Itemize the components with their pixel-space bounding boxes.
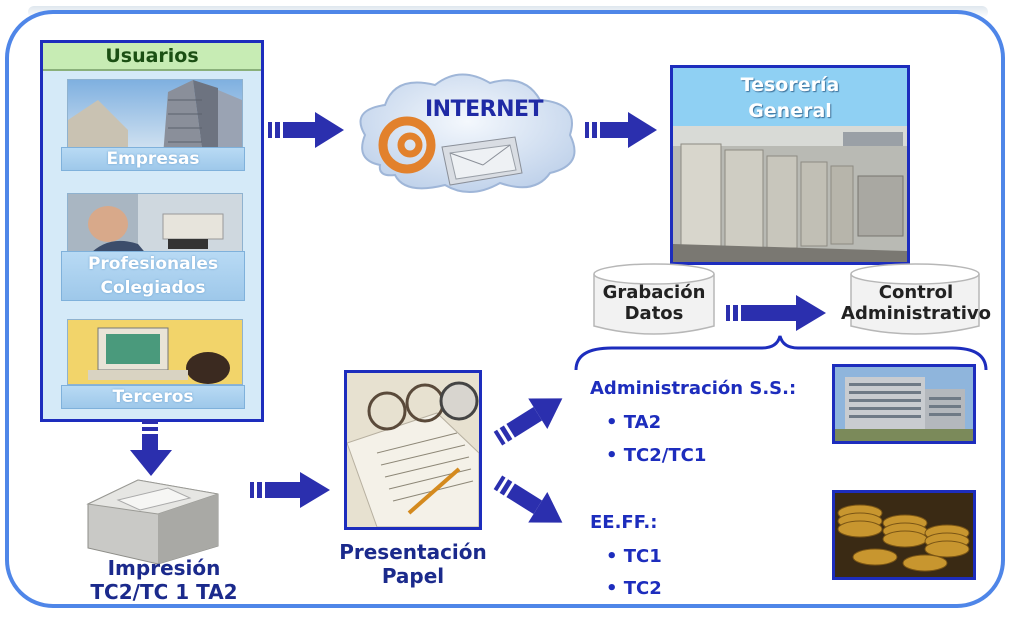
tesoreria-title-line1: Tesorería <box>740 74 840 96</box>
eeff-item-1-label: TC1 <box>623 546 662 567</box>
user-card-terceros: Terceros <box>57 319 249 415</box>
professional-at-desk-photo <box>67 193 243 257</box>
impresion-label: Impresión TC2/TC 1 TA2 <box>64 556 264 604</box>
envelopes-icon <box>441 136 523 186</box>
arrow-usuarios-to-internet <box>268 112 344 148</box>
control-cylinder-icon <box>850 263 980 335</box>
eeff-heading: EE.FF.: <box>590 512 658 533</box>
bullet-icon: • <box>606 445 624 466</box>
coins-photo <box>832 490 976 580</box>
presentacion-line2: Papel <box>381 564 445 588</box>
bullet-icon: • <box>606 412 624 433</box>
printer-icon <box>86 479 219 565</box>
user-label-terceros: Terceros <box>61 385 245 409</box>
user-card-profesionales: Profesionales Colegiados <box>57 193 249 313</box>
at-sign-icon <box>378 116 436 174</box>
arrow-presentacion-to-admin <box>493 398 563 446</box>
office-buildings-photo <box>67 79 243 157</box>
grabacion-datos-label: Grabación Datos <box>588 282 720 324</box>
eeff-item-2: • TC2 <box>606 578 662 599</box>
usuarios-title: Usuarios <box>43 43 261 71</box>
internet-cloud <box>359 73 576 193</box>
internet-label: INTERNET <box>425 97 544 122</box>
tesoreria-title-line2: General <box>748 100 832 122</box>
computer-user-photo <box>67 319 243 385</box>
arrow-internet-to-tesoreria <box>585 112 657 148</box>
control-line1: Control <box>878 282 954 303</box>
user-label-profesionales: Profesionales Colegiados <box>61 251 245 301</box>
tesoreria-general-box: Tesorería General <box>670 65 910 265</box>
arrow-presentacion-to-eeff <box>493 475 563 523</box>
eeff-item-2-label: TC2 <box>623 578 662 599</box>
paper-documents-photo <box>344 370 482 530</box>
admin-ss-heading: Administración S.S.: <box>590 378 797 399</box>
arrow-grabacion-to-control <box>726 295 826 331</box>
usuarios-panel: Usuarios Empresas <box>40 40 264 422</box>
presentacion-line1: Presentación <box>339 540 487 564</box>
admin-ss-item-1: • TA2 <box>606 412 661 433</box>
bullet-icon: • <box>606 578 624 599</box>
control-administrativo-label: Control Administrativo <box>838 282 994 324</box>
arrow-impresion-to-presentacion <box>250 472 330 508</box>
admin-ss-item-2: • TC2/TC1 <box>606 445 706 466</box>
user-card-empresas: Empresas <box>57 79 249 179</box>
user-label-empresas: Empresas <box>61 147 245 171</box>
impresion-line1: Impresión <box>107 556 221 580</box>
grabacion-cylinder-icon <box>593 263 715 335</box>
admin-ss-item-1-label: TA2 <box>623 412 662 433</box>
server-room-photo <box>673 126 907 262</box>
tesoreria-title: Tesorería General <box>673 68 907 126</box>
grouping-brace <box>574 335 988 371</box>
grabacion-line1: Grabación <box>602 282 706 303</box>
grabacion-line2: Datos <box>624 303 684 324</box>
presentacion-label: Presentación Papel <box>324 540 502 588</box>
eeff-item-1: • TC1 <box>606 546 662 567</box>
impresion-line2: TC2/TC 1 TA2 <box>90 580 238 604</box>
control-line2: Administrativo <box>841 303 991 324</box>
arrow-usuarios-to-impresion <box>130 420 172 476</box>
bullet-icon: • <box>606 546 624 567</box>
admin-ss-item-2-label: TC2/TC1 <box>623 445 707 466</box>
admin-building-photo <box>832 364 976 444</box>
